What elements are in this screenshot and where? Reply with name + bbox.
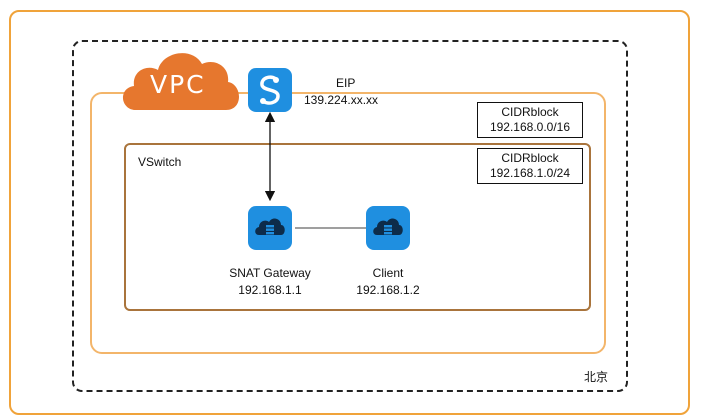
vpc-cidr-title: CIDRblock — [501, 105, 559, 119]
vswitch-cidr-block: 192.168.1.0/24 — [489, 166, 571, 180]
connector-lines — [264, 111, 366, 229]
vswitch-label: VSwitch — [138, 155, 182, 169]
region-label: 北京 — [584, 370, 609, 384]
vpc-cidr-block: 192.168.0.0/16 — [489, 120, 571, 134]
client-name: Client — [372, 266, 404, 280]
snat-name: SNAT Gateway — [229, 266, 311, 280]
region-boundary — [72, 40, 628, 392]
vswitch-boundary — [124, 143, 591, 311]
vpc-boundary — [90, 92, 606, 354]
vswitch-cidr-box: CIDRblock 192.168.1.0/24 — [477, 148, 583, 184]
client-ip: 192.168.1.2 — [356, 283, 420, 297]
vpc-cidr-box: CIDRblock 192.168.0.0/16 — [477, 102, 583, 138]
vpc-label: VPC — [150, 70, 206, 99]
vpc-cloud-icon: VPC — [118, 48, 243, 114]
eip-address: 139.224.xx.xx — [304, 93, 379, 107]
vswitch-cidr-title: CIDRblock — [501, 151, 559, 165]
eip-label: EIP — [336, 76, 356, 90]
eip-icon — [248, 68, 292, 112]
server-icon — [366, 206, 410, 250]
snat-ip: 192.168.1.1 — [238, 283, 302, 297]
gateway-icon — [248, 206, 292, 250]
